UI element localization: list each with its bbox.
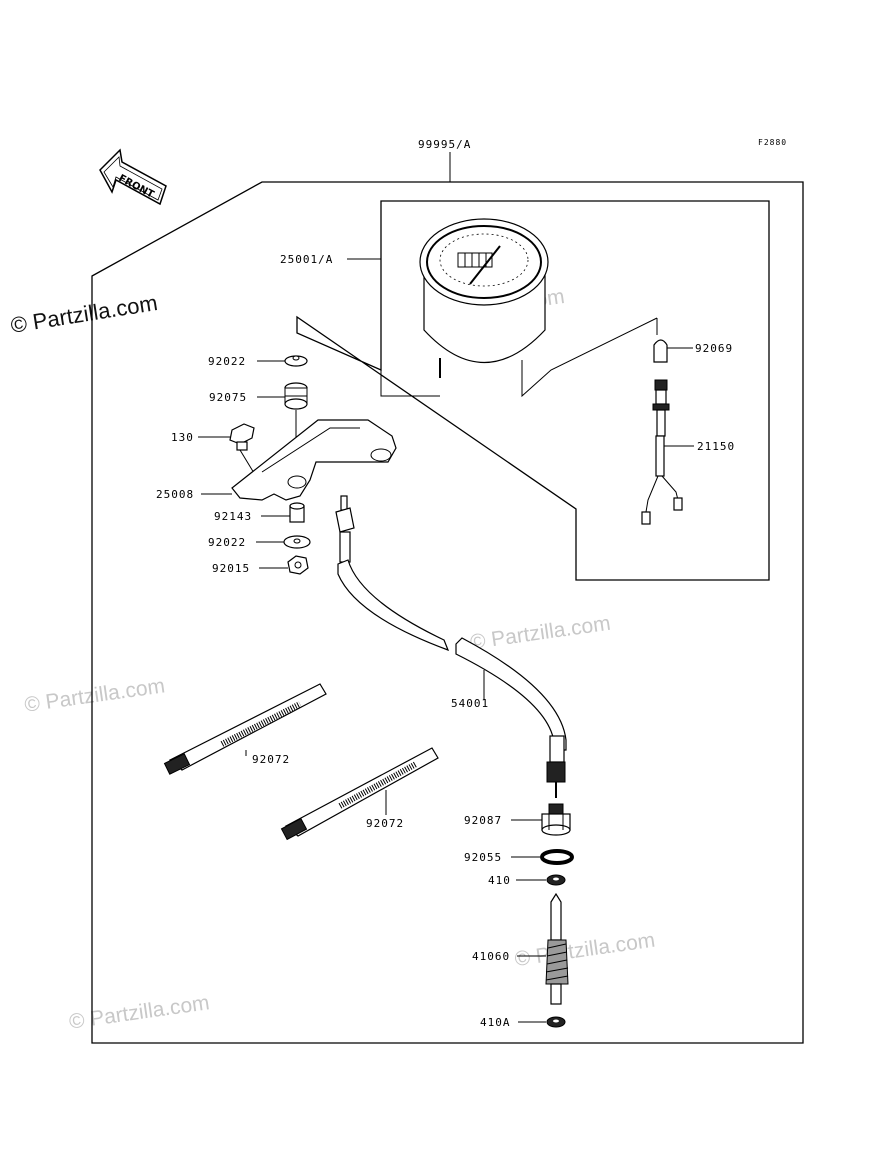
cable-band-lower bbox=[280, 747, 439, 841]
label-21150: 21150 bbox=[697, 440, 735, 453]
label-92015: 92015 bbox=[212, 562, 250, 575]
label-92069: 92069 bbox=[695, 342, 733, 355]
watermark-faint-2: © Partzilla.com bbox=[469, 612, 612, 654]
label-92072-upper: 92072 bbox=[252, 753, 290, 766]
label-410A: 410A bbox=[480, 1016, 511, 1029]
washer-92022-bottom bbox=[283, 535, 311, 549]
washer-92022-top bbox=[284, 355, 308, 367]
o-ring-92055 bbox=[540, 849, 574, 865]
label-25001A: 25001/A bbox=[280, 253, 333, 266]
cable-band-upper bbox=[163, 683, 327, 775]
speedometer-cable bbox=[335, 495, 567, 798]
label-92022-top: 92022 bbox=[208, 355, 246, 368]
label-54001: 54001 bbox=[451, 697, 489, 710]
speedometer bbox=[419, 218, 549, 388]
label-99995A: 99995/A bbox=[418, 138, 471, 151]
label-410: 410 bbox=[488, 874, 511, 887]
watermark-faint-5: © Partzilla.com bbox=[513, 929, 656, 971]
nut-92015 bbox=[287, 555, 309, 575]
label-92072-lower: 92072 bbox=[366, 817, 404, 830]
label-130: 130 bbox=[171, 431, 194, 444]
collar-92143 bbox=[289, 502, 305, 523]
label-92087: 92087 bbox=[464, 814, 502, 827]
front-arrow-icon: FRONT bbox=[99, 148, 167, 206]
label-92143: 92143 bbox=[214, 510, 252, 523]
figure-code: F2880 bbox=[758, 138, 787, 147]
grommet-92075 bbox=[284, 382, 308, 410]
watermark-main: © Partzilla.com bbox=[9, 290, 159, 338]
label-92075: 92075 bbox=[209, 391, 247, 404]
label-25008: 25008 bbox=[156, 488, 194, 501]
meter-subassembly-frame bbox=[296, 200, 770, 581]
bracket-25008 bbox=[231, 419, 397, 501]
label-92022-bottom: 92022 bbox=[208, 536, 246, 549]
bolt-130 bbox=[229, 423, 258, 479]
watermark-faint-1: © Partzilla.com bbox=[23, 674, 166, 716]
shim-410A bbox=[546, 1016, 566, 1028]
bushing-92087 bbox=[541, 803, 571, 836]
outer-frame bbox=[91, 181, 804, 1044]
bulb bbox=[653, 339, 668, 363]
watermark-faint-4: © Partzilla.com bbox=[68, 991, 211, 1033]
label-92055: 92055 bbox=[464, 851, 502, 864]
gear-41060 bbox=[545, 892, 569, 1005]
label-41060: 41060 bbox=[472, 950, 510, 963]
shim-410 bbox=[546, 874, 566, 886]
socket-wiring bbox=[641, 379, 683, 525]
